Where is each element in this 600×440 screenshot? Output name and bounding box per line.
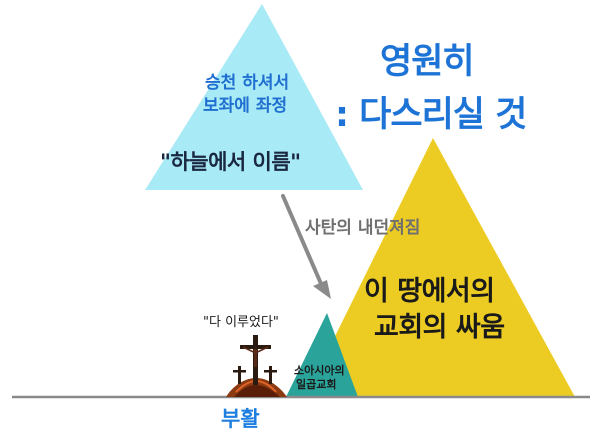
asia-triangle	[286, 313, 358, 397]
resurrection-label: 부활	[221, 407, 260, 431]
forever-line-1: 영원히	[380, 42, 475, 82]
earth-triangle	[305, 138, 575, 397]
earth-line-2: 교회의 싸움	[374, 312, 505, 343]
heaven-line-2: 보좌에 좌정	[203, 96, 288, 116]
forever-line-2: : 다스리실 것	[335, 95, 527, 135]
asia-line-2: 일곱교회	[296, 378, 337, 391]
asia-line-1: 소아시아의	[294, 364, 345, 377]
earth-line-1: 이 땅에서의	[364, 276, 495, 307]
satan-label: 사탄의 내던져짐	[305, 218, 421, 238]
cross-caption: "다 이루었다"	[203, 315, 279, 330]
heaven-triangle	[145, 4, 363, 190]
satan-arrow	[281, 194, 331, 299]
crucifixion-icon	[226, 335, 287, 397]
heaven-line-1: 승천 하셔서	[205, 73, 290, 93]
heaven-name-label: "하늘에서 이름"	[160, 150, 301, 174]
